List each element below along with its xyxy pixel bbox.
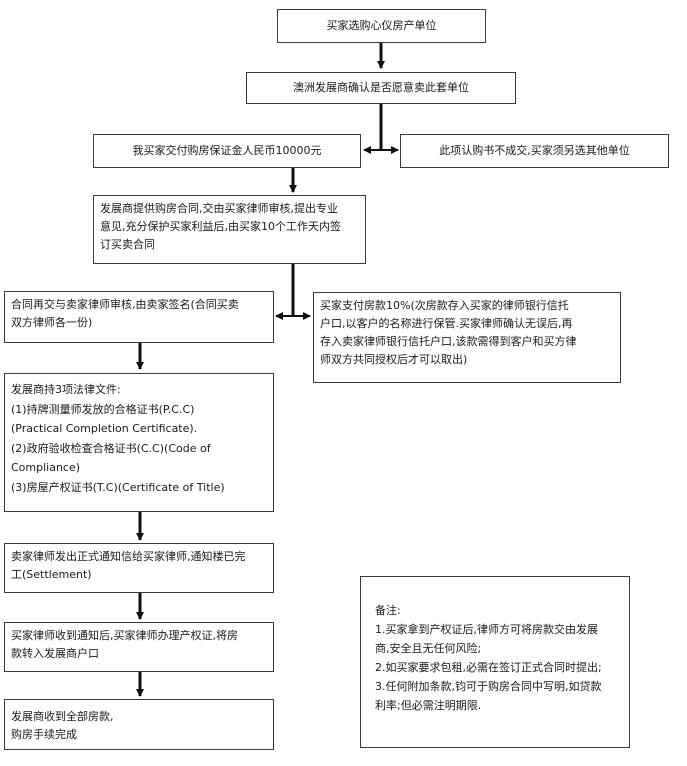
flow-step5: 合同再交与卖家律师审核,由卖家签名(合同买卖 双方律师各一份) xyxy=(4,291,274,343)
flow-step6-line: Compliance) xyxy=(11,461,81,474)
flow-step6: 发展商持3项法律文件: (1)持牌测量师发放的合格证书(P.C.C) (Prac… xyxy=(4,373,274,512)
flow-step1-text: 买家选购心仪房产单位 xyxy=(326,19,437,32)
flow-step5-side-line: 师双方共同授权后才可以取出) xyxy=(320,353,468,366)
flow-step4-line: 意见,充分保护买家利益后,由买家10个工作天内签 xyxy=(100,220,341,233)
flow-step7-line: 卖家律师发出正式通知信给买家律师,通知楼已完 xyxy=(11,550,246,563)
flow-step8-line: 款转入发展商户口 xyxy=(11,647,99,660)
notes-line: 商,安全且无任何风险; xyxy=(375,642,482,655)
flow-step5-side-line: 存入卖家律师银行信托户口,该款需得到客户和买方律 xyxy=(320,335,577,348)
notes-line: 3.任何附加条款,钧可于购房合同中写明,如贷款 xyxy=(375,680,602,693)
flow-step9: 发展商收到全部房款, 购房手续完成 xyxy=(4,699,274,750)
flow-step3-text: 我买家交付购房保证金人民币10000元 xyxy=(132,144,322,157)
notes-line: 1.买家拿到产权证后,律师方可将房款交由发展 xyxy=(375,623,598,636)
flow-step7: 卖家律师发出正式通知信给买家律师,通知楼已完 工(Settlement) xyxy=(4,543,274,593)
flow-step2-text: 澳洲发展商确认是否愿意卖此套单位 xyxy=(293,81,469,94)
flow-step4-line: 订买卖合同 xyxy=(100,238,155,251)
flow-step9-line: 发展商收到全部房款, xyxy=(11,710,114,723)
flow-step5-line: 合同再交与卖家律师审核,由卖家签名(合同买卖 xyxy=(11,298,239,311)
flow-step5-line: 双方律师各一份) xyxy=(11,316,93,329)
notes-title: 备注: xyxy=(375,604,401,617)
notes-box: 备注: 1.买家拿到产权证后,律师方可将房款交由发展 商,安全且无任何风险; 2… xyxy=(360,576,630,748)
flow-step8-line: 买家律师收到通知后,买家律师办理产权证,将房 xyxy=(11,629,238,642)
flow-step5-side-line: 户口,以客户的名称进行保管.买家律师确认无误后,再 xyxy=(320,317,573,330)
flow-step5-side: 买家支付房款10%(次房款存入买家的律师银行信托 户口,以客户的名称进行保管.买… xyxy=(313,292,621,383)
flow-step4-line: 发展商提供购房合同,交由买家律师审核,提出专业 xyxy=(100,202,338,215)
notes-line: 2.如买家要求包租,必需在签订正式合同时提出; xyxy=(375,661,602,674)
flow-step2: 澳洲发展商确认是否愿意卖此套单位 xyxy=(246,72,516,104)
flow-step6-line: (1)持牌测量师发放的合格证书(P.C.C) xyxy=(11,402,195,416)
flow-step1: 买家选购心仪房产单位 xyxy=(277,9,486,43)
flow-step3-alt-text: 此项认购书不成交,买家须另选其他单位 xyxy=(439,144,630,157)
flow-step6-line: (3)房屋产权证书(T.C)(Certificate of Title) xyxy=(11,480,225,494)
flow-step6-line: 发展商持3项法律文件: xyxy=(11,383,121,396)
flow-step3: 我买家交付购房保证金人民币10000元 xyxy=(93,134,361,168)
flow-step6-line: (2)政府验收检查合格证书(C.C)(Code of xyxy=(11,441,211,455)
flow-step9-line: 购房手续完成 xyxy=(11,728,77,741)
notes-line: 利率;但必需注明期限. xyxy=(375,699,482,712)
flow-step4: 发展商提供购房合同,交由买家律师审核,提出专业 意见,充分保护买家利益后,由买家… xyxy=(93,195,366,264)
flow-step7-line: 工(Settlement) xyxy=(11,568,92,581)
flow-step3-alt: 此项认购书不成交,买家须另选其他单位 xyxy=(400,134,669,168)
flow-step5-side-line: 买家支付房款10%(次房款存入买家的律师银行信托 xyxy=(320,299,569,312)
flow-step6-line: (Practical Completion Certificate). xyxy=(11,422,198,435)
flow-step8: 买家律师收到通知后,买家律师办理产权证,将房 款转入发展商户口 xyxy=(4,622,274,672)
